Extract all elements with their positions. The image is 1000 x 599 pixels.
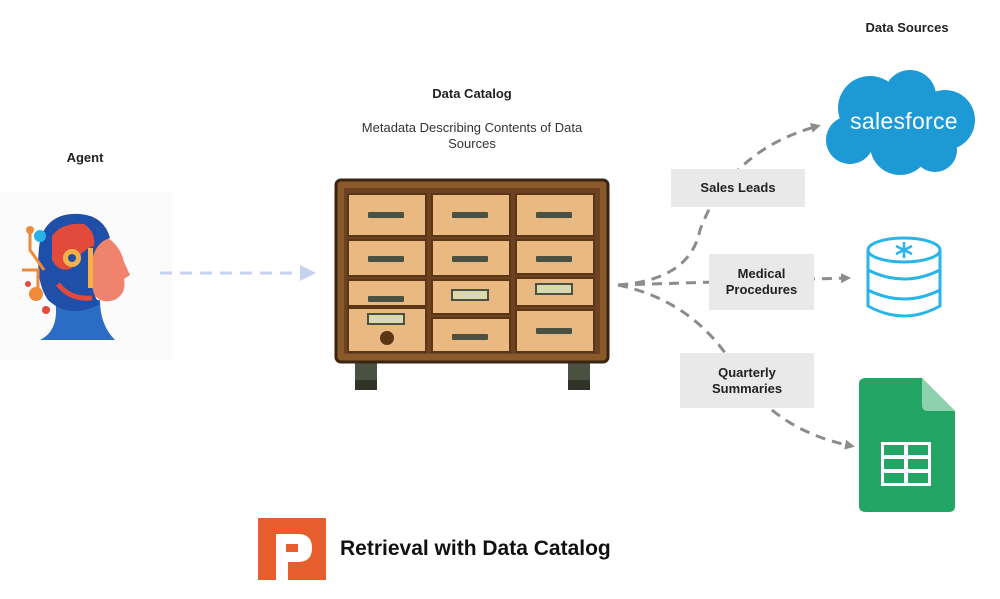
data-sources-heading: Data Sources [865, 20, 949, 35]
data-catalog-heading: Data Catalog [432, 86, 512, 101]
edge-label-medical-procedures: Medical Procedures [709, 254, 814, 310]
brand-logo-icon [258, 518, 326, 580]
catalog-subtitle: Metadata Describing Contents of Data Sou… [361, 120, 583, 151]
agent-heading: Agent [66, 150, 104, 165]
salesforce-cloud-icon [826, 70, 975, 175]
file-cabinet-icon [334, 178, 610, 390]
agent-head-icon [0, 192, 172, 360]
edge-label-sales-leads: Sales Leads [671, 169, 805, 207]
salesforce-wordmark: salesforce [850, 108, 958, 134]
footer-title: Retrieval with Data Catalog [340, 537, 611, 560]
google-sheets-icon [859, 378, 955, 512]
arrow-to-salesforce [617, 123, 821, 287]
edge-label-quarterly-summaries: Quarterly Summaries [680, 353, 814, 408]
snowflake-database-icon [866, 236, 942, 318]
